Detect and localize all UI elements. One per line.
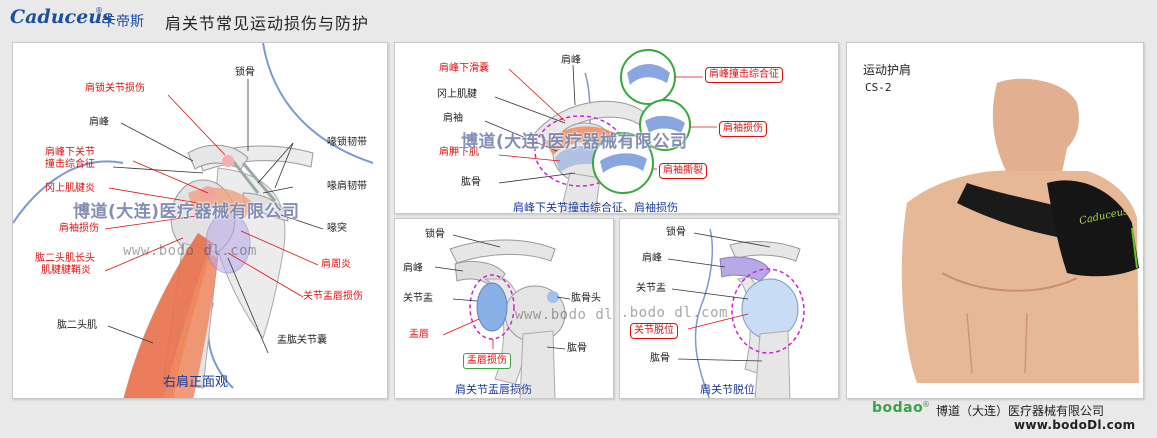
impingement-illustration — [484, 49, 717, 213]
label-coracoid: 喙突 — [327, 223, 347, 234]
panel-impingement: 肩峰下滑囊 肩峰 冈上肌腱 肩袖 肩胛下肌 肱骨 肩峰撞击综合征 肩袖损伤 肩袖… — [394, 42, 839, 214]
label-cuff-tear: 肩袖撕裂 — [659, 163, 707, 179]
caption-dislocation: 肩关节脱位 — [700, 383, 755, 396]
label-labrum: 盂唇 — [409, 329, 429, 340]
label-dislocation: 关节脱位 — [630, 323, 678, 339]
brand-logo: Caduceus — [10, 6, 113, 28]
label-humerus: 肱骨 — [650, 353, 670, 364]
labrum-illustration — [434, 234, 571, 398]
label-acromion: 肩峰 — [403, 263, 423, 274]
footer: bodao ® 博道（大连）医疗器械有限公司 www.bodoDl.com — [0, 400, 1157, 438]
label-cuff-injury: 肩袖损伤 — [719, 121, 767, 137]
panel-front-view: 锁骨 肩锁关节损伤 肩峰 肩峰下关节 撞击综合征 冈上肌腱炎 肩袖损伤 肱二头肌… — [12, 42, 388, 399]
label-acromion: 肩峰 — [642, 253, 662, 264]
watermark-url: www.bodo dl.com — [123, 243, 257, 259]
caption-labrum: 肩关节盂唇损伤 — [455, 383, 532, 396]
label-supraspinatus-tendinitis: 冈上肌腱炎 — [45, 183, 95, 194]
label-glenoid: 关节盂 — [636, 283, 666, 294]
label-biceps: 肱二头肌 — [57, 320, 97, 331]
page-title: 肩关节常见运动损伤与防护 — [165, 14, 370, 33]
watermark-url: www.bodo dl.com — [620, 305, 728, 321]
label-impingement-syndrome: 肩峰撞击综合征 — [705, 67, 783, 83]
watermark-url: www.bodo dl.com — [515, 307, 614, 323]
label-rotator-cuff-injury: 肩袖损伤 — [59, 223, 99, 234]
bodao-registered-mark: ® — [922, 400, 930, 409]
company-name: 博道（大连）医疗器械有限公司 — [936, 404, 1105, 418]
label-supraspinatus-tendon: 冈上肌腱 — [437, 89, 477, 100]
label-subscapularis: 肩胛下肌 — [439, 147, 479, 158]
label-glenoid: 关节盂 — [403, 293, 433, 304]
company-url[interactable]: www.bodoDl.com — [1014, 418, 1136, 432]
product-model: CS-2 — [865, 81, 892, 94]
label-humerus: 肱骨 — [461, 177, 481, 188]
label-acromion: 肩峰 — [561, 55, 581, 66]
panel-dislocation: 锁骨 肩峰 关节盂 关节脱位 肱骨 www.bodo dl.com 肩关节脱位 — [619, 218, 839, 399]
brand-registered-mark: ® — [95, 6, 103, 15]
caption-front-view: 右肩正面观 — [163, 375, 229, 390]
label-biceps-long-head-1: 肱二头肌长头 — [35, 253, 95, 264]
label-humeral-head: 肱骨头 — [571, 293, 601, 304]
label-labrum-injury: 关节盂唇损伤 — [303, 291, 363, 302]
dislocation-illustration — [667, 228, 805, 398]
bodao-logo: bodao — [872, 400, 924, 416]
label-acromioclavicular-injury: 肩锁关节损伤 — [85, 83, 145, 94]
watermark-company: 博道(大连)医疗器械有限公司 — [73, 202, 300, 222]
panel-product: 运动护肩 CS-2 Caduceus — [846, 42, 1144, 399]
panel-labrum: 锁骨 肩峰 关节盂 盂唇 肱骨头 肱骨 盂唇损伤 www.bodo dl.com… — [394, 218, 614, 399]
label-coracoacromial-ligament: 喙肩韧带 — [327, 181, 367, 192]
label-subacromial-bursa: 肩峰下滑囊 — [439, 63, 489, 74]
brand-chinese-name: 卡帝斯 — [102, 14, 144, 30]
label-humerus: 肱骨 — [567, 343, 587, 354]
label-acromion: 肩峰 — [89, 117, 109, 128]
product-photo — [901, 78, 1139, 383]
caption-impingement: 肩峰下关节撞击综合征、肩袖损伤 — [513, 201, 678, 214]
label-biceps-long-head-2: 肌腱腱鞘炎 — [41, 265, 91, 276]
label-clavicle: 锁骨 — [666, 227, 686, 238]
label-rotator-cuff: 肩袖 — [443, 113, 463, 124]
label-coracoclavicular-ligament: 喙锁韧带 — [327, 137, 367, 148]
header: Caduceus ® 卡帝斯 肩关节常见运动损伤与防护 — [0, 0, 1157, 40]
label-periarthritis: 肩周炎 — [321, 259, 351, 270]
label-glenohumeral-capsule: 盂肱关节囊 — [277, 335, 327, 346]
watermark-company: 博道(大连)医疗器械有限公司 — [461, 132, 688, 152]
label-clavicle: 锁骨 — [235, 67, 255, 78]
shoulder-front-illustration — [13, 43, 374, 398]
label-subacromial-impingement-2: 撞击综合征 — [45, 159, 95, 170]
label-labrum-injury: 盂唇损伤 — [463, 353, 511, 369]
label-clavicle: 锁骨 — [425, 229, 445, 240]
label-subacromial-impingement-1: 肩峰下关节 — [45, 147, 95, 158]
product-title: 运动护肩 — [863, 63, 912, 77]
